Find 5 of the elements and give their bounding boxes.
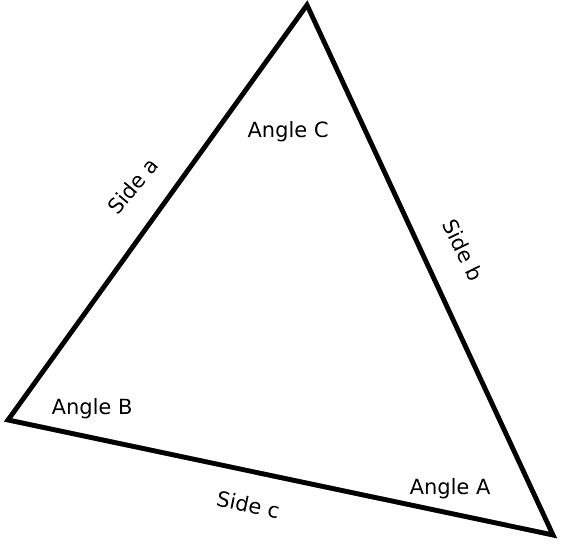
side-label: Side c <box>214 486 282 524</box>
angle-label: Angle A <box>410 475 490 499</box>
side-label: Side b <box>436 215 488 285</box>
angle-label: Angle C <box>247 118 329 142</box>
angle-label: Angle B <box>52 395 132 419</box>
